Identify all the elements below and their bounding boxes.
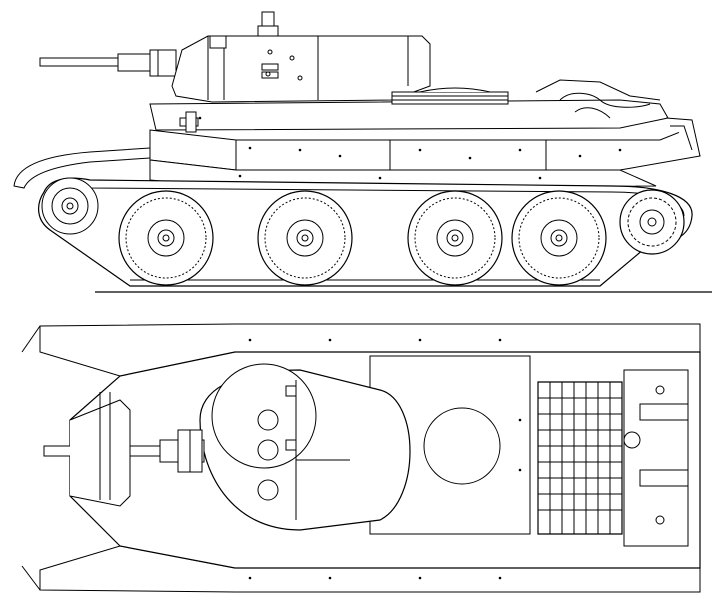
- gun-barrel: [40, 50, 176, 76]
- road-wheel-1: [119, 191, 213, 285]
- side-view: [14, 12, 712, 292]
- road-wheel-4: [512, 191, 606, 285]
- turret-side: [172, 12, 430, 102]
- rear-plates: [624, 370, 688, 546]
- engine-grille-side: [392, 92, 508, 104]
- hatch-3: [258, 480, 278, 500]
- rear-idler: [620, 190, 684, 254]
- turret-top: [200, 364, 410, 530]
- hatch-1: [258, 410, 278, 430]
- top-view: [22, 324, 700, 592]
- side-rivets: [198, 116, 622, 180]
- rear-hatch: [424, 408, 500, 484]
- engine-grille-top: [538, 382, 622, 534]
- drive-sprocket: [42, 178, 98, 234]
- road-wheel-2: [258, 191, 352, 285]
- lower-hull: [150, 160, 656, 188]
- road-wheels: [119, 191, 606, 285]
- road-wheel-3: [408, 191, 502, 285]
- upper-hull: [150, 80, 668, 132]
- front-bracket: [70, 392, 130, 506]
- top-rivets: [248, 338, 522, 580]
- hatch-2: [258, 440, 278, 460]
